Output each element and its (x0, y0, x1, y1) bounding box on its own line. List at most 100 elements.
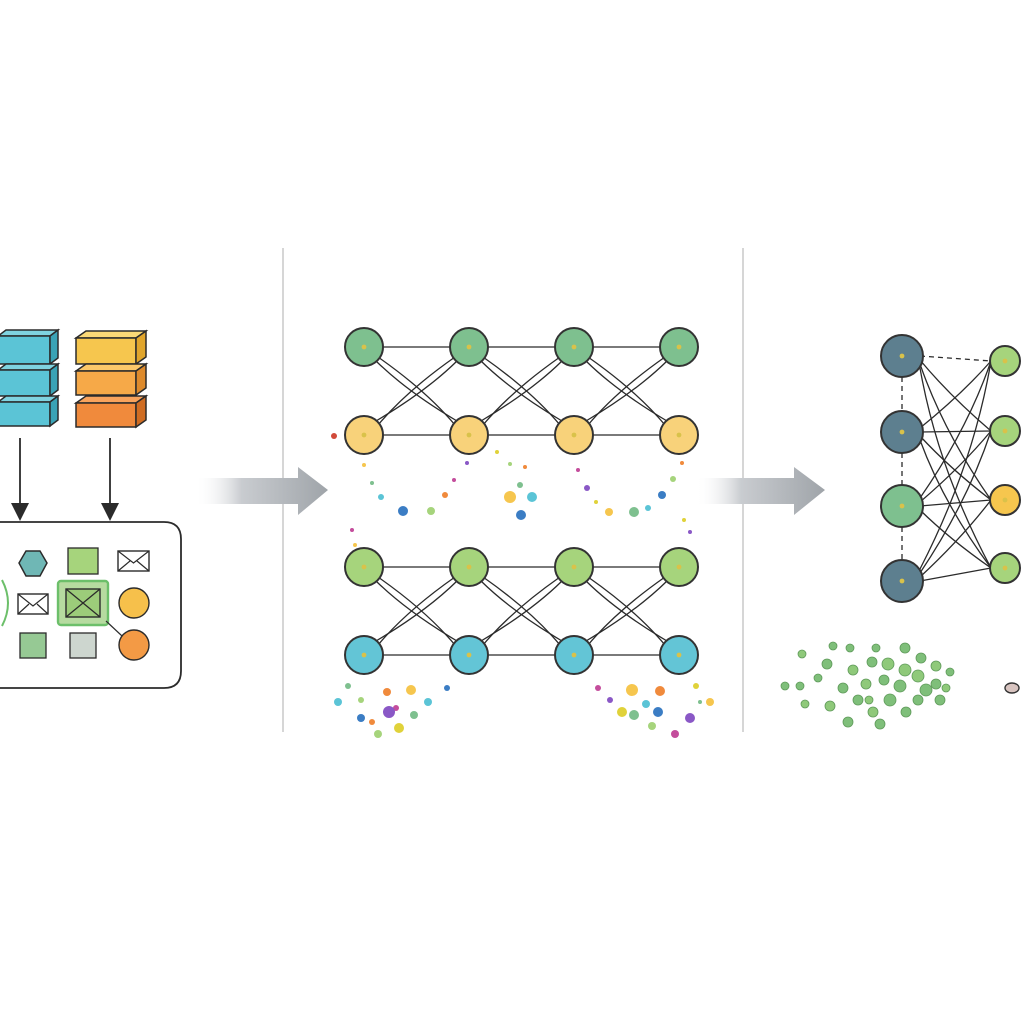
scatter-dot (424, 698, 432, 706)
cluster-dot (898, 663, 912, 677)
cluster-dot (795, 681, 805, 691)
scatter-dot (444, 685, 450, 691)
network-node (344, 635, 384, 675)
network-edge (585, 580, 668, 642)
connector-line (105, 620, 123, 637)
cluster-dot (828, 641, 838, 651)
teal-block-2 (0, 362, 61, 398)
scatter-dot (495, 450, 499, 454)
network-edge (377, 576, 456, 646)
network-edge (480, 580, 563, 642)
scatter-dot (527, 492, 537, 502)
network-node (554, 415, 594, 455)
scatter-dot (442, 492, 448, 498)
middle-network-nodes (344, 327, 699, 675)
scatter-dot (369, 719, 375, 725)
scatter-dot (378, 494, 384, 500)
scatter-dot (523, 465, 527, 469)
scatter-dot (594, 500, 598, 504)
teal-block-3 (0, 394, 61, 428)
scatter-dot (383, 688, 391, 696)
network-edge (377, 356, 456, 426)
network-edge (585, 360, 668, 422)
scatter-dot (517, 482, 523, 488)
cluster-dot (899, 642, 911, 654)
network-edge (375, 360, 458, 422)
cluster-dot (824, 700, 836, 712)
gray-square (69, 632, 97, 659)
network-node (449, 547, 489, 587)
network-edge (919, 430, 992, 433)
network-node (659, 327, 699, 367)
network-node (880, 559, 924, 603)
network-edge (919, 567, 992, 582)
scatter-dot (362, 463, 366, 467)
cluster-dot (780, 681, 790, 691)
network-node (989, 484, 1021, 516)
cluster-dot (878, 674, 890, 686)
scatter-dot (629, 710, 639, 720)
network-node (659, 635, 699, 675)
scatter-dot (504, 491, 516, 503)
scatter-dot (698, 700, 702, 704)
scatter-dot (398, 506, 408, 516)
scatter-dot (658, 491, 666, 499)
scatter-dot (706, 698, 714, 706)
cluster-dot (883, 693, 897, 707)
network-node (659, 415, 699, 455)
network-edge (375, 580, 458, 642)
scatter-dot (653, 707, 663, 717)
scatter-dot (685, 713, 695, 723)
cluster-dot (881, 657, 895, 671)
network-node (989, 552, 1021, 584)
network-edge (919, 359, 992, 432)
network-edge (919, 499, 992, 507)
right-arrow-icon (696, 467, 825, 515)
network-node (554, 327, 594, 367)
scatter-dot (629, 507, 639, 517)
scatter-dot (642, 700, 650, 708)
network-edge (587, 356, 666, 426)
scatter-dot (345, 683, 351, 689)
scatter-dot (427, 507, 435, 515)
right-cluster-dots (780, 641, 1020, 730)
scatter-dot (370, 481, 374, 485)
scatter-dot (607, 697, 613, 703)
scatter-dot (374, 730, 382, 738)
scatter-dot (350, 528, 354, 532)
network-edge (919, 360, 992, 499)
cluster-dot (821, 658, 833, 670)
right-arrow-icon (195, 467, 328, 515)
scatter-dot (394, 723, 404, 733)
network-edge (919, 509, 992, 569)
right-network-nodes (880, 334, 1021, 603)
network-edge (587, 576, 666, 646)
network-node (989, 415, 1021, 447)
cluster-dot (911, 669, 925, 683)
network-node (880, 410, 924, 454)
network-edge (480, 360, 563, 422)
scatter-dot (516, 510, 526, 520)
network-edge (919, 355, 992, 362)
cluster-dot (867, 706, 879, 718)
network-edge (480, 580, 563, 642)
cluster-dot (930, 660, 942, 672)
network-edge (482, 576, 561, 646)
middle-scatter-dots (331, 433, 714, 738)
orange-block-3 (73, 394, 149, 429)
scatter-dot (465, 461, 469, 465)
scatter-dot (680, 461, 684, 465)
scatter-dot (626, 684, 638, 696)
cluster-dot (847, 664, 859, 676)
cluster-dot (900, 706, 912, 718)
cluster-dot (797, 649, 807, 659)
network-edge (585, 360, 668, 422)
network-edge (585, 580, 668, 642)
cluster-dot (800, 699, 810, 709)
feature-box (0, 521, 182, 689)
cluster-dot (864, 695, 874, 705)
left-panel (0, 328, 182, 689)
network-edge (919, 360, 992, 570)
network-edge (919, 435, 992, 501)
network-node (449, 635, 489, 675)
